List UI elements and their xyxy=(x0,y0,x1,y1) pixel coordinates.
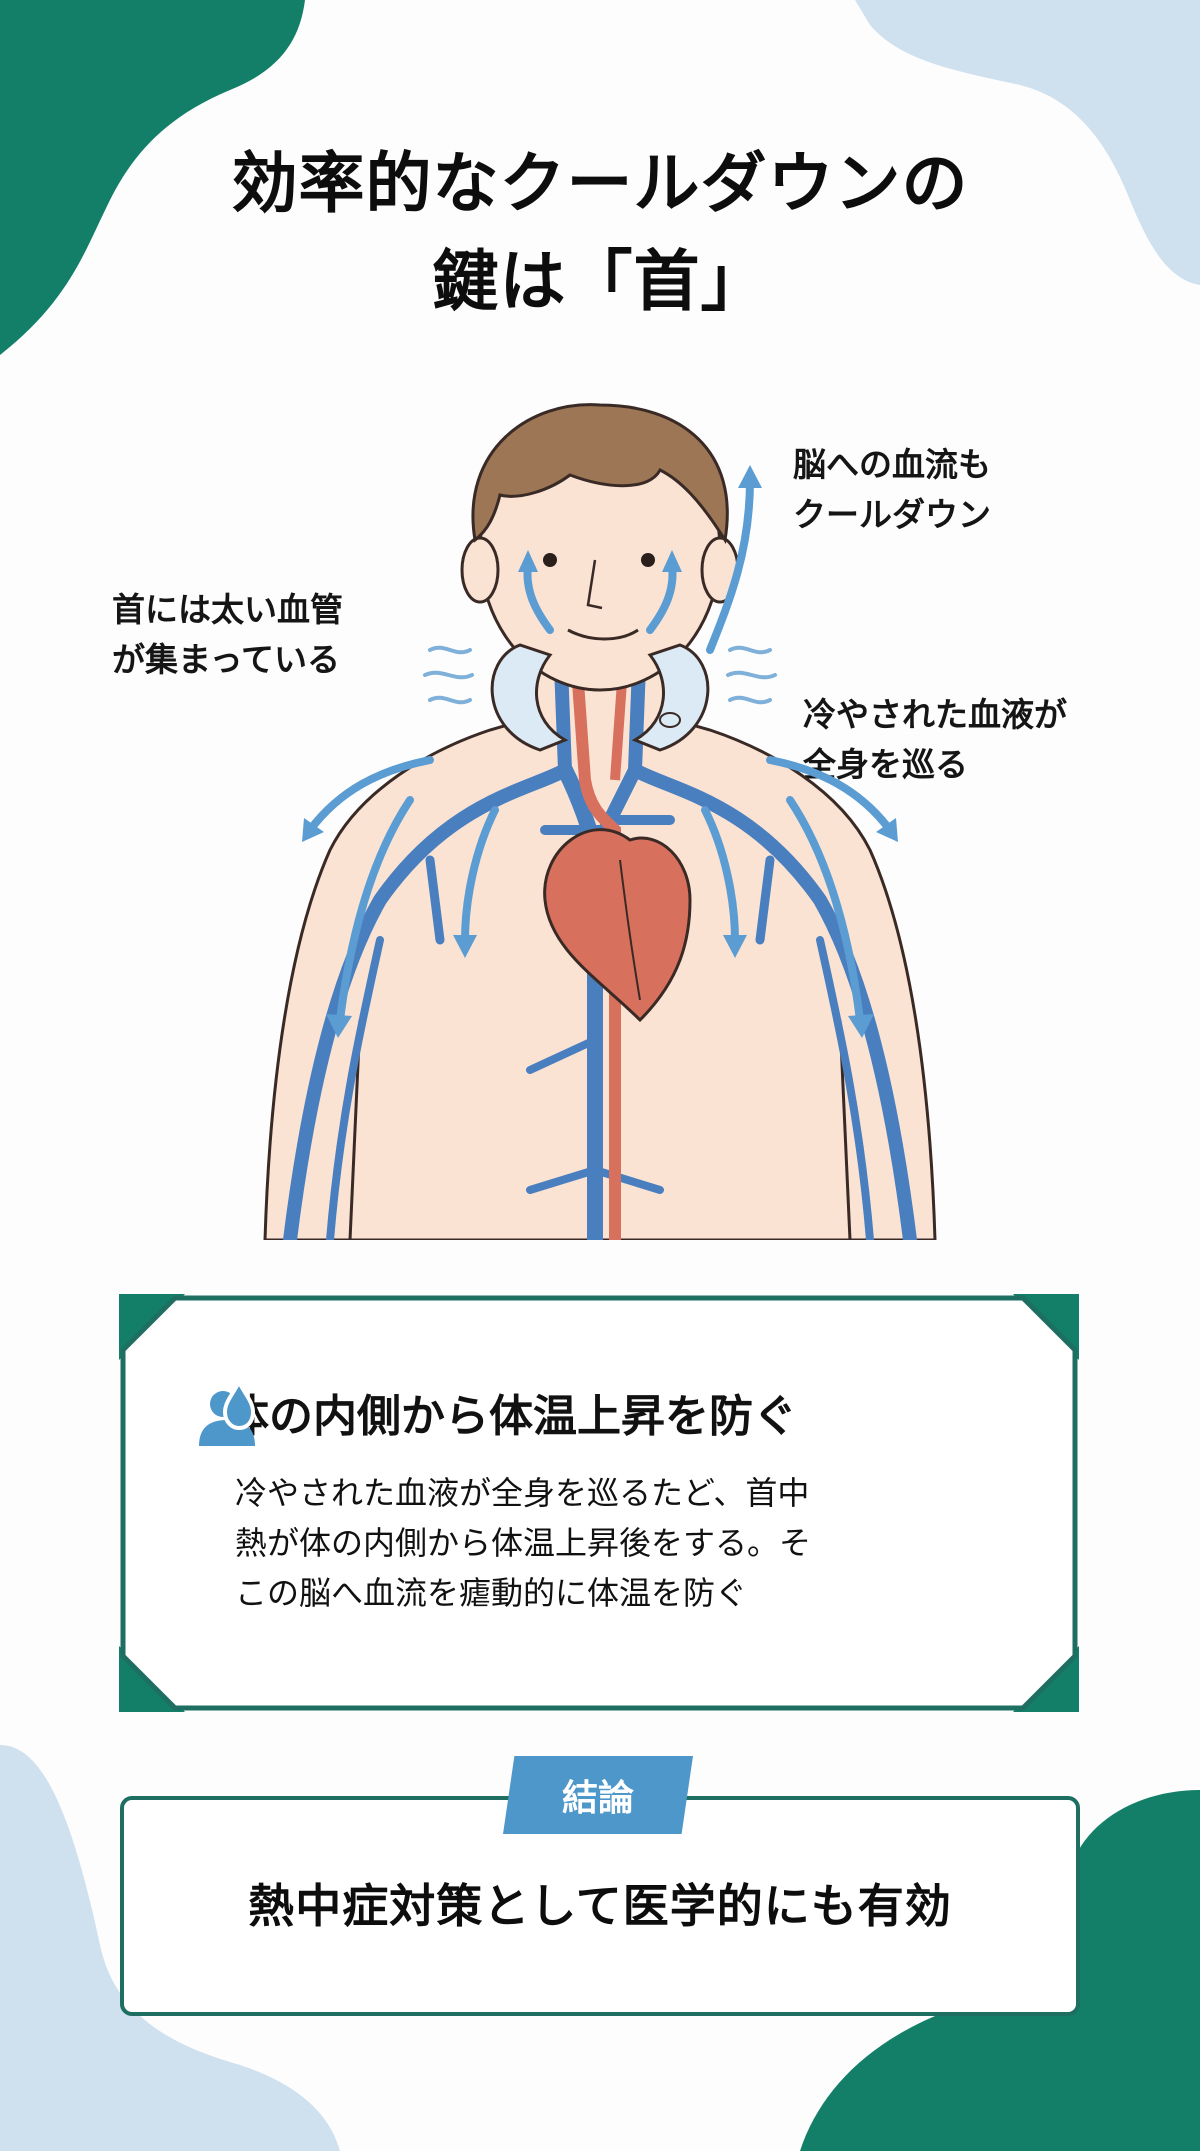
arrow-heads xyxy=(302,465,898,1038)
info-box-frame xyxy=(119,1294,1079,1712)
info-box: 体の内側から体温上昇を防ぐ 冷やされた血液が全身を巡るたど、首中 熱が体の内側か… xyxy=(115,1290,1083,1716)
body-circulation-illustration xyxy=(263,403,937,1240)
cooling-waves xyxy=(423,645,777,705)
bg-blob-top-left xyxy=(0,0,305,355)
neck-cooler xyxy=(490,643,710,752)
page-title: 効率的なクールダウンの 鍵は「首」 xyxy=(0,135,1200,331)
info-box-heading: 体の内側から体温上昇を防ぐ xyxy=(197,1380,797,1446)
bg-blob-top-right xyxy=(855,0,1200,285)
flow-arrows xyxy=(306,476,894,1024)
bg-blob-bottom-right xyxy=(800,1790,1200,2151)
info-box-title: 体の内側から体温上昇を防ぐ xyxy=(225,1391,797,1442)
person-water-drop-icon xyxy=(199,1380,256,1446)
conclusion-badge: 結論 xyxy=(503,1756,693,1834)
callout-blood-circulation: 冷やされた血液が 全身を巡る xyxy=(803,695,1067,784)
title-line-2: 鍵は「首」 xyxy=(432,243,768,320)
info-box-body: 冷やされた血液が全身を巡るたど、首中 熱が体の内側から体温上昇後をする。そ この… xyxy=(235,1474,812,1612)
callout-brain-cooldown: 脳への血流も クールダウン xyxy=(793,445,991,534)
title-line-1: 効率的なクールダウンの xyxy=(231,145,969,222)
heart xyxy=(543,828,692,1023)
conclusion-text: 熱中症対策として医学的にも有効 xyxy=(248,1879,952,1933)
callout-neck-vessels: 首には太い血管 が集まっている xyxy=(112,590,343,679)
bg-blob-bottom-left xyxy=(0,1745,340,2151)
head xyxy=(460,403,740,692)
